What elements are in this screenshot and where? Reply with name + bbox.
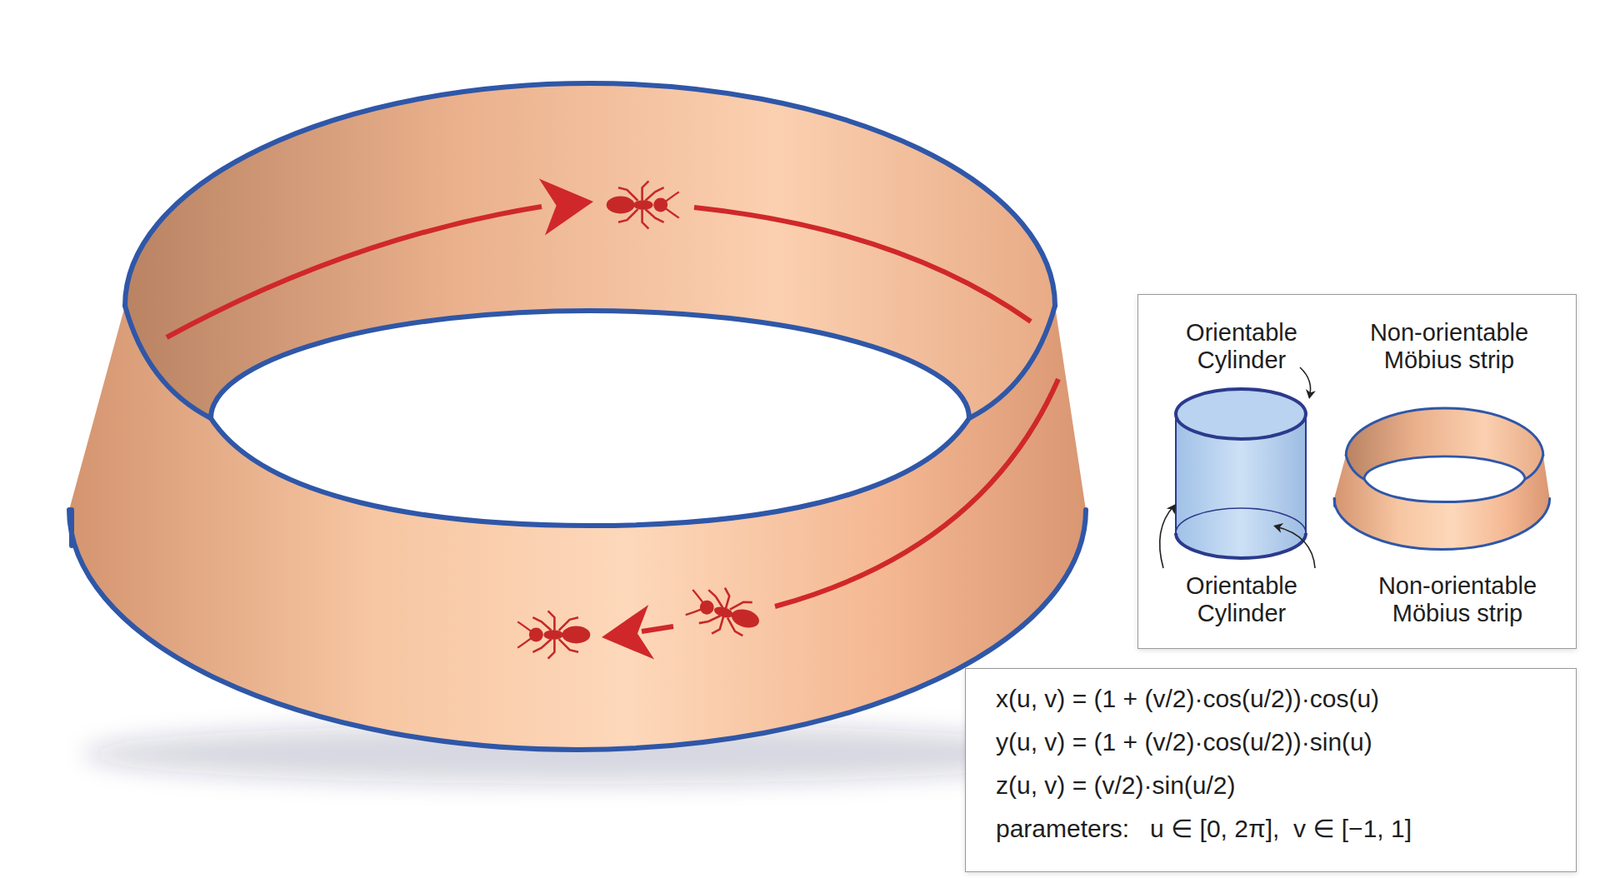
arrow-head — [1273, 523, 1284, 534]
ant-head — [698, 599, 716, 617]
moebius-band — [69, 83, 1086, 750]
ant-path-line — [694, 207, 1031, 322]
band-edge — [1345, 455, 1544, 502]
cylinder-top — [1175, 389, 1306, 440]
ant-head — [529, 628, 544, 643]
arrow-head — [1165, 504, 1175, 515]
parametric-equation: x(u, v) = (1 + (v/2)·cos(u/2))·cos(u) — [995, 677, 1380, 721]
leader-arrow — [1275, 526, 1315, 569]
arrow-head — [539, 179, 594, 236]
figure-panel: Orientable CylinderNon-orientable Möbius… — [1137, 294, 1577, 650]
cylinder-side — [1175, 414, 1306, 534]
arrow-head — [601, 605, 655, 660]
parametric-equation: z(u, v) = (v/2)·sin(u/2) — [995, 764, 1236, 808]
ant-figure — [682, 580, 765, 646]
band-inner-surface — [1345, 408, 1544, 503]
cylinder-base-front — [1175, 533, 1306, 559]
formula-box: x(u, v) = (1 + (v/2)·cos(u/2))·cos(u)y(u… — [965, 668, 1577, 873]
ant-abdomen — [729, 606, 761, 631]
ant-thorax — [633, 200, 653, 210]
band-edge — [125, 83, 1055, 306]
cylinder-figure — [1175, 389, 1306, 559]
ant-path — [166, 179, 1059, 660]
ant-path-line — [166, 206, 542, 338]
ant-abdomen — [606, 196, 635, 215]
ant-figure — [517, 610, 590, 659]
band-front-face — [1333, 455, 1550, 550]
figure-caption: Orientable Cylinder — [1162, 319, 1321, 375]
figure-caption: Orientable Cylinder — [1162, 572, 1321, 629]
ant-thorax — [543, 630, 563, 640]
small-moebius-band — [1333, 408, 1550, 550]
ant-figure — [606, 180, 680, 229]
band-edge — [125, 305, 1055, 526]
band-edge — [210, 310, 970, 419]
band-edge — [1333, 498, 1550, 550]
figure-caption: Non-orientable Möbius strip — [1353, 572, 1562, 629]
arrow-head — [1305, 389, 1315, 400]
ant-path-line — [775, 379, 1059, 607]
band-inner-surface — [125, 83, 1055, 529]
ant-abdomen — [562, 626, 591, 645]
ant-thorax — [712, 605, 735, 620]
band-edge — [1333, 498, 1336, 506]
band-edge — [69, 510, 1086, 750]
band-edge — [69, 510, 75, 546]
band-edge — [1345, 408, 1544, 456]
leader-arrow — [1159, 505, 1174, 569]
ant-path-line — [641, 626, 674, 632]
ant-head — [653, 198, 668, 213]
parametric-equation: y(u, v) = (1 + (v/2)·cos(u/2))·sin(u) — [995, 720, 1373, 765]
band-edge — [1364, 455, 1525, 479]
band-front-face — [69, 305, 1086, 750]
parametric-equation: parameters: u ∈ [0, 2π], v ∈ [−1, 1] — [995, 807, 1412, 851]
figure-caption: Non-orientable Möbius strip — [1345, 319, 1554, 375]
